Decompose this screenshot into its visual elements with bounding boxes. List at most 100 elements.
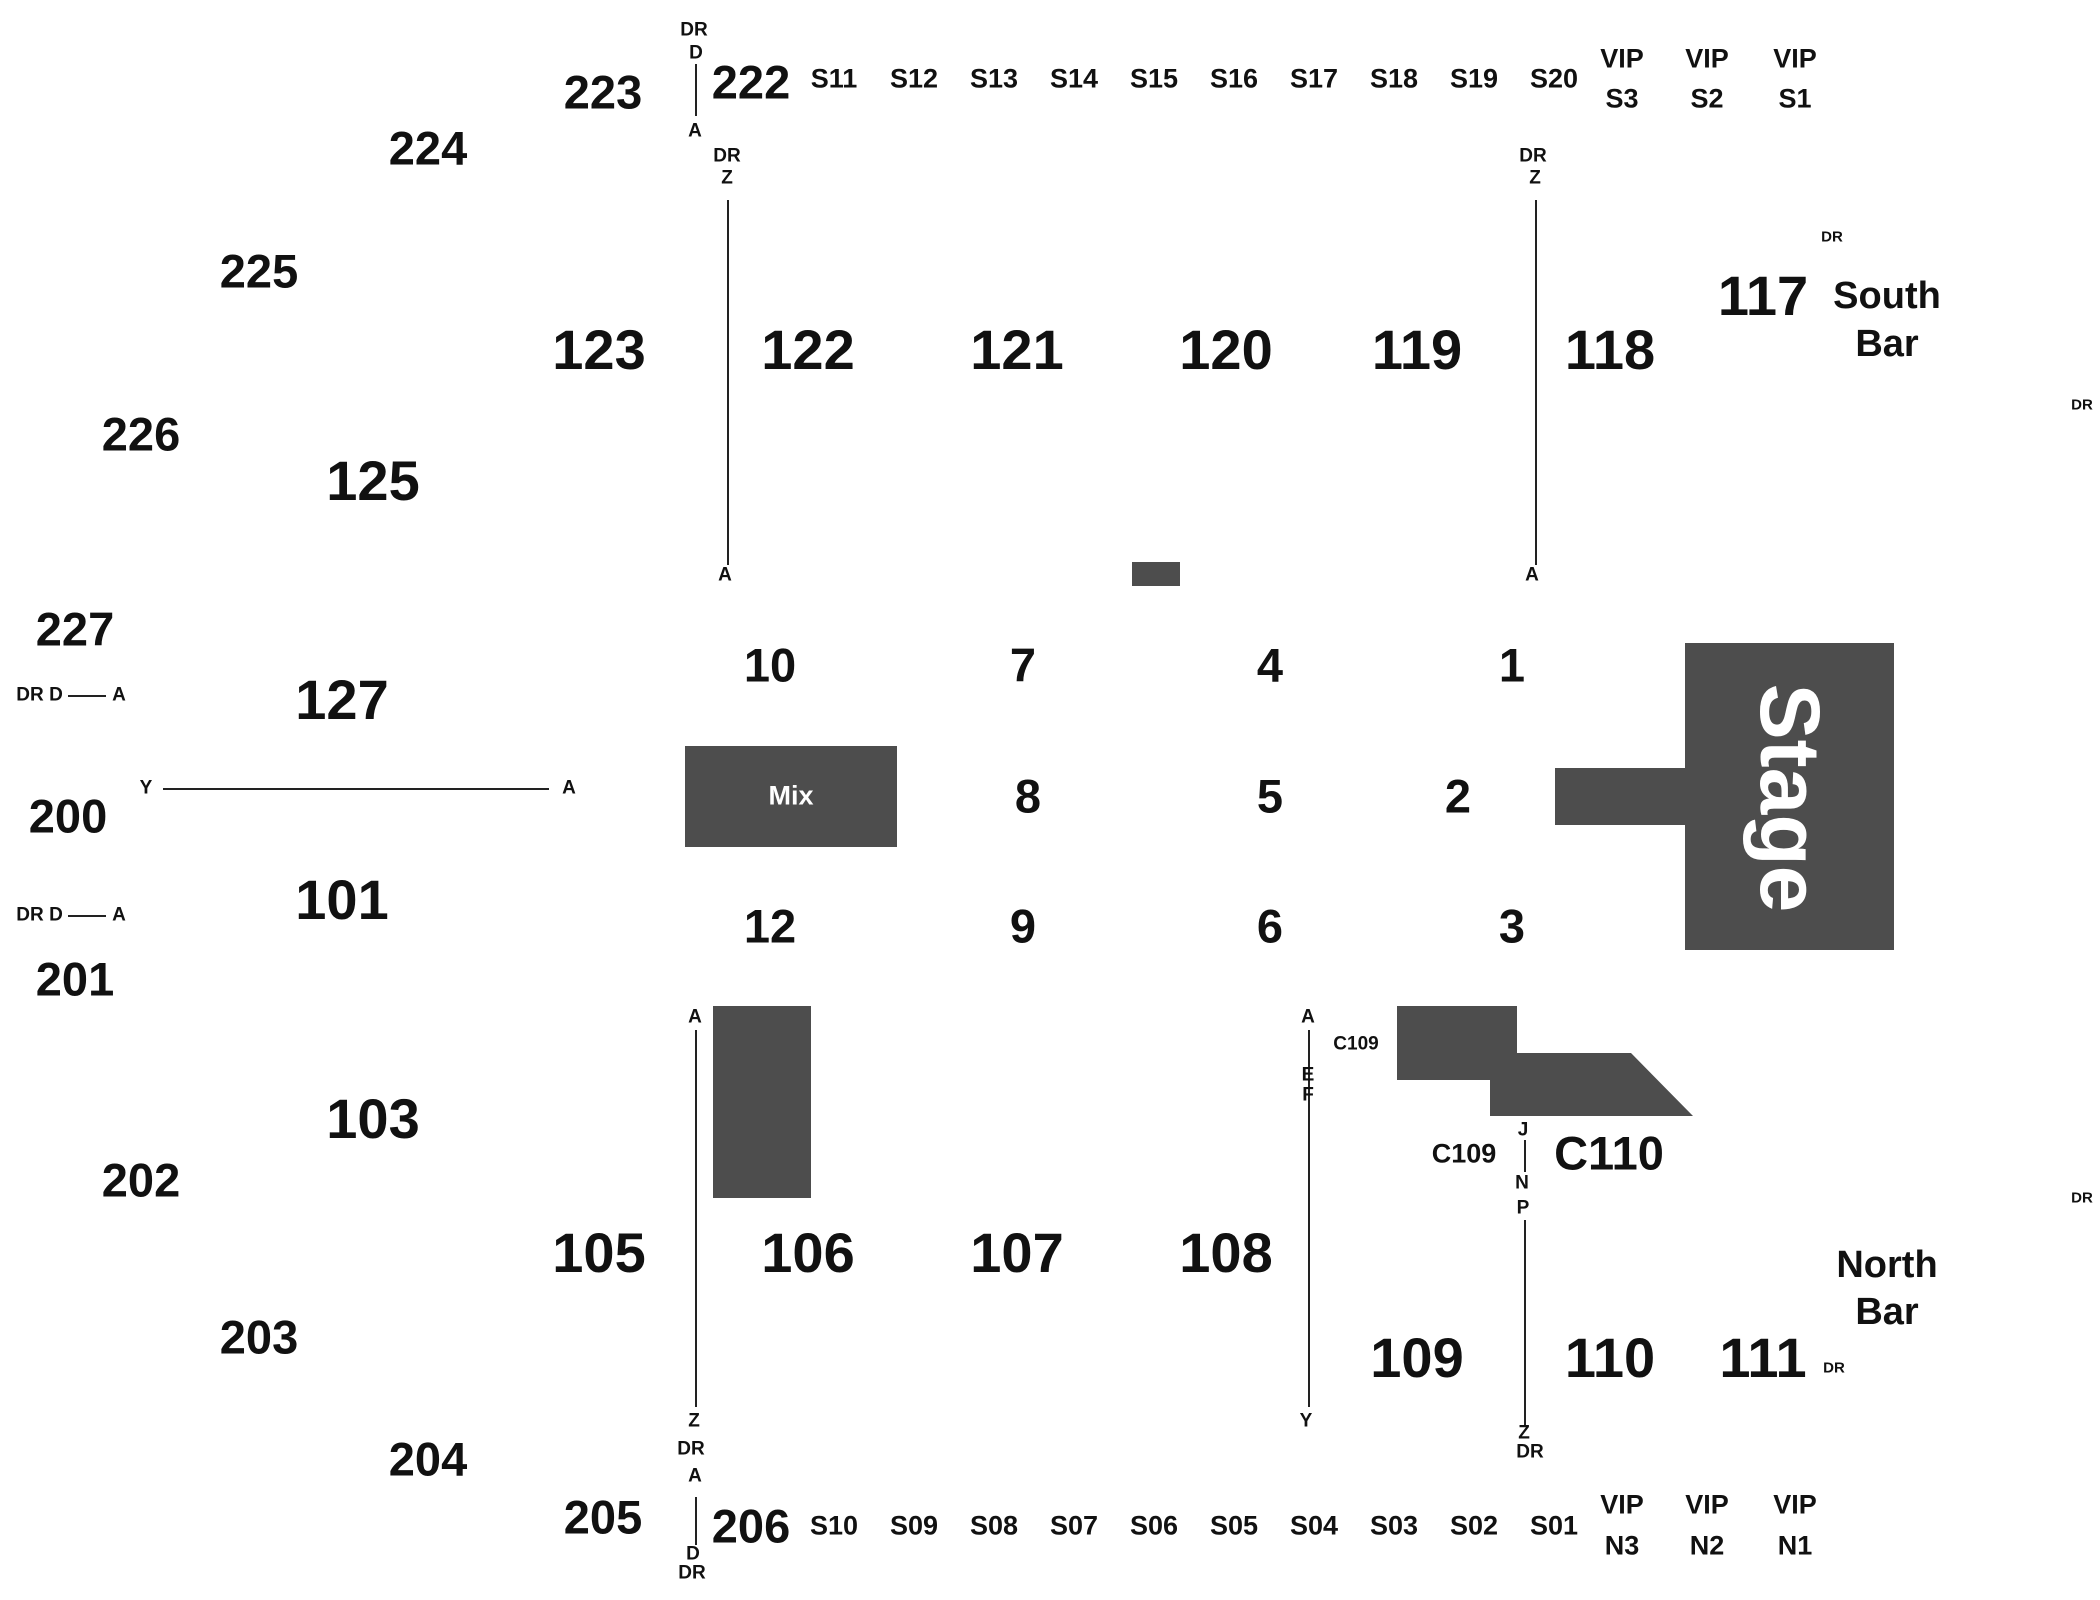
suite-s05[interactable]: S05 [1209,1510,1259,1541]
suite-s19[interactable]: S19 [1449,63,1499,94]
row-marker: A [688,120,702,142]
suite-s15[interactable]: S15 [1129,63,1179,94]
section-224[interactable]: 224 [388,121,468,175]
suite-s06[interactable]: S06 [1129,1510,1179,1541]
suite-s11[interactable]: S11 [810,63,858,94]
floor-section[interactable]: 10 [743,638,797,692]
vip-s2-top[interactable]: VIP [1685,43,1729,74]
mix-position[interactable] [685,746,897,847]
row-line-110 [1524,1220,1526,1427]
section-101[interactable]: 101 [295,868,389,931]
vip-s2-bottom[interactable]: S2 [1690,83,1724,114]
row-marker: A [562,777,576,799]
door-marker: D [49,904,63,926]
section-105[interactable]: 105 [552,1221,646,1284]
row-marker: A [1525,564,1539,586]
section-127[interactable]: 127 [295,668,389,731]
floor-section[interactable]: 1 [1498,638,1526,692]
floor-section[interactable]: 4 [1256,638,1284,692]
section-201[interactable]: 201 [35,952,115,1006]
section-227[interactable]: 227 [35,602,115,656]
section-226[interactable]: 226 [101,407,181,461]
suite-s18[interactable]: S18 [1369,63,1419,94]
section-121[interactable]: 121 [970,318,1064,381]
section-204[interactable]: 204 [388,1432,468,1486]
row-marker: A [112,904,126,926]
section-122[interactable]: 122 [761,318,855,381]
floor-section[interactable]: 8 [1014,769,1042,823]
vip-n3-top[interactable]: VIP [1600,1489,1644,1520]
door-marker: DR [16,904,44,926]
floor-section[interactable]: 7 [1009,638,1037,692]
suite-s12[interactable]: S12 [889,63,939,94]
door-marker: DR [1823,1359,1845,1377]
vip-s1-bottom[interactable]: S1 [1778,83,1812,114]
vip-n1-top[interactable]: VIP [1773,1489,1817,1520]
suite-s08[interactable]: S08 [969,1510,1019,1541]
section-111[interactable]: 111 [1719,1326,1807,1389]
vip-n3-bottom[interactable]: N3 [1604,1530,1640,1561]
north-bar-label-line2: Bar [1855,1291,1919,1333]
suite-s09[interactable]: S09 [889,1510,939,1541]
suite-s20[interactable]: S20 [1529,63,1579,94]
vip-s3-top[interactable]: VIP [1600,43,1644,74]
row-marker: A [688,1465,702,1487]
suite-s07[interactable]: S07 [1049,1510,1099,1541]
section-107[interactable]: 107 [970,1221,1064,1284]
door-marker: DR [1519,145,1547,167]
suite-s04[interactable]: S04 [1289,1510,1339,1541]
vip-n1-bottom[interactable]: N1 [1777,1530,1813,1561]
section-c109-upper[interactable]: C109 [1333,1033,1379,1055]
suite-s01[interactable]: S01 [1529,1510,1579,1541]
floor-section[interactable]: 12 [743,899,797,953]
section-202[interactable]: 202 [101,1153,181,1207]
section-200[interactable]: 200 [28,789,108,843]
section-206[interactable]: 206 [711,1499,791,1553]
vip-n2-top[interactable]: VIP [1685,1489,1729,1520]
north-bar-label-line1: North [1836,1244,1938,1286]
section-106[interactable]: 106 [761,1221,855,1284]
section-120[interactable]: 120 [1179,318,1273,381]
vip-n2-bottom[interactable]: N2 [1689,1530,1725,1561]
stage-label: Stage [1743,683,1837,913]
row-marker: F [1302,1084,1314,1106]
section-223[interactable]: 223 [563,65,643,119]
section-125[interactable]: 125 [326,449,420,512]
section-110[interactable]: 110 [1564,1326,1656,1389]
floor-section[interactable]: 9 [1009,899,1037,953]
suite-s03[interactable]: S03 [1369,1510,1419,1541]
floor-section[interactable]: 5 [1256,769,1284,823]
vip-s3-bottom[interactable]: S3 [1605,83,1639,114]
section-222[interactable]: 222 [711,55,791,109]
section-109[interactable]: 109 [1370,1326,1464,1389]
floor-section[interactable]: 2 [1444,769,1472,823]
section-c109[interactable]: C109 [1431,1138,1497,1169]
suite-s17[interactable]: S17 [1289,63,1339,94]
section-123[interactable]: 123 [552,318,646,381]
section-118[interactable]: 118 [1564,318,1656,381]
section-203[interactable]: 203 [219,1310,299,1364]
door-marker: DR [1821,228,1843,246]
row-marker: N [1515,1172,1529,1194]
section-117[interactable]: 117 [1717,264,1809,327]
stage[interactable] [1685,643,1894,950]
row-line-101-d [68,915,106,917]
suite-s02[interactable]: S02 [1449,1510,1499,1541]
section-119[interactable]: 119 [1371,318,1463,381]
section-c110[interactable]: C110 [1554,1126,1664,1180]
row-marker: E [1301,1064,1315,1086]
floor-section[interactable]: 3 [1498,899,1526,953]
suite-s13[interactable]: S13 [969,63,1019,94]
section-225[interactable]: 225 [219,244,299,298]
row-marker: Z [1518,1422,1530,1444]
section-205[interactable]: 205 [563,1490,643,1544]
suite-s14[interactable]: S14 [1049,63,1099,94]
section-108[interactable]: 108 [1179,1221,1273,1284]
vip-s1-top[interactable]: VIP [1773,43,1817,74]
south-bar-label-line2: Bar [1855,323,1919,365]
floor-section[interactable]: 6 [1256,899,1284,953]
suite-s16[interactable]: S16 [1209,63,1259,94]
section-103[interactable]: 103 [326,1087,420,1150]
suite-s10[interactable]: S10 [809,1510,859,1541]
